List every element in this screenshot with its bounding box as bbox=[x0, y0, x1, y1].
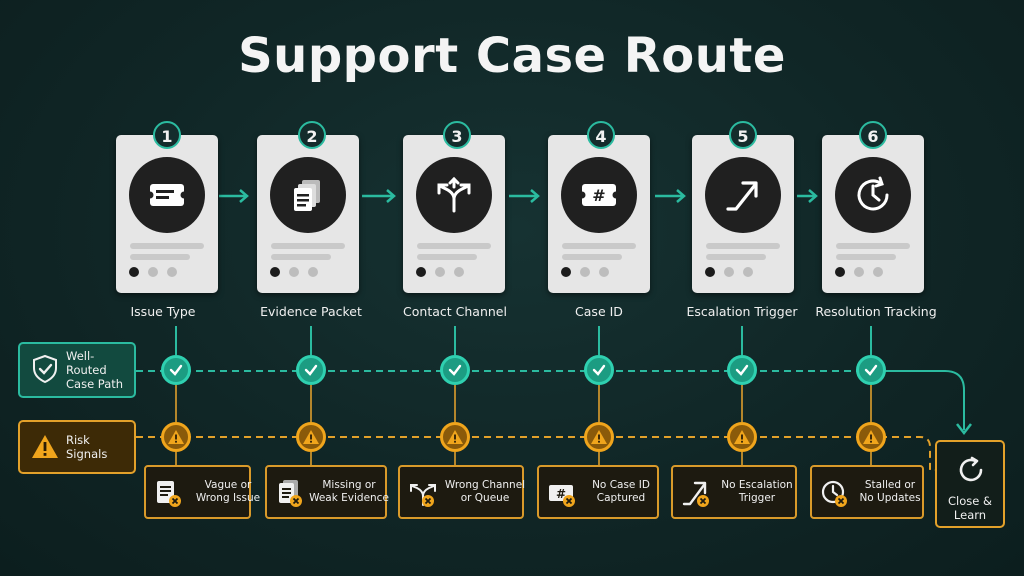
risk-line2: Wrong Issue bbox=[195, 492, 261, 504]
step-label: Case ID bbox=[575, 304, 623, 319]
check-icon bbox=[584, 355, 614, 385]
close-line1: Close & bbox=[948, 494, 992, 508]
warning-icon bbox=[161, 422, 191, 452]
step-card-4: # bbox=[548, 135, 650, 293]
split-arrows-x-icon bbox=[410, 484, 436, 507]
step-number: 4 bbox=[587, 121, 615, 149]
risk-line2: Weak Evidence bbox=[309, 492, 389, 504]
warning-icon bbox=[584, 422, 614, 452]
warning-icon bbox=[856, 422, 886, 452]
page-title: Support Case Route bbox=[238, 28, 786, 84]
step-card-1 bbox=[116, 135, 218, 293]
risk-line1: Missing or bbox=[322, 479, 376, 491]
risk-line1: Vague or bbox=[204, 479, 252, 491]
refresh-icon bbox=[959, 456, 983, 482]
legend-good-line2: Case Path bbox=[66, 377, 124, 391]
risk-line1: No Escalation bbox=[721, 479, 793, 491]
step-label: Escalation Trigger bbox=[686, 304, 798, 319]
step-label: Evidence Packet bbox=[260, 304, 362, 319]
hash-ticket-icon: # bbox=[579, 184, 619, 206]
warning-triangle-icon bbox=[32, 435, 58, 458]
documents-x-icon bbox=[279, 480, 302, 507]
hash-ticket-x-icon: # bbox=[549, 485, 575, 507]
documents-icon bbox=[294, 180, 320, 211]
clock-refresh-icon bbox=[857, 176, 889, 211]
step-label: Contact Channel bbox=[403, 304, 507, 319]
warning-icon bbox=[727, 422, 757, 452]
escalate-arrow-x-icon bbox=[682, 481, 709, 507]
risk-line1: No Case ID bbox=[592, 479, 650, 491]
risk-line2: Trigger bbox=[738, 492, 776, 504]
split-arrows-icon bbox=[437, 176, 471, 213]
svg-text:#: # bbox=[556, 487, 566, 501]
step-card-2 bbox=[257, 135, 359, 293]
close-and-learn-box: Close &Learn bbox=[935, 440, 1005, 528]
check-icon bbox=[296, 355, 326, 385]
step-number: 2 bbox=[298, 121, 326, 149]
risk-line1: Stalled or bbox=[864, 479, 916, 491]
legend-good-line1: Well-Routed bbox=[66, 349, 107, 377]
legend-risk-signals: Risk Signals bbox=[18, 420, 136, 474]
legend-risk-label: Risk Signals bbox=[66, 433, 108, 461]
ticket-lines-icon bbox=[147, 184, 187, 206]
step-number: 6 bbox=[859, 121, 887, 149]
step-card-3 bbox=[403, 135, 505, 293]
step-label: Issue Type bbox=[130, 304, 196, 319]
document-x-icon bbox=[157, 481, 181, 507]
check-icon bbox=[440, 355, 470, 385]
escalate-arrow-icon bbox=[726, 181, 758, 211]
close-line2: Learn bbox=[953, 508, 987, 522]
shield-check-icon bbox=[33, 354, 57, 384]
risk-line2: or Queue bbox=[460, 492, 510, 504]
step-number: 3 bbox=[443, 121, 471, 149]
warning-icon bbox=[440, 422, 470, 452]
check-icon bbox=[856, 355, 886, 385]
risk-line1: Wrong Channel bbox=[444, 479, 526, 491]
step-label: Resolution Tracking bbox=[815, 304, 937, 319]
check-icon bbox=[727, 355, 757, 385]
step-card-6 bbox=[822, 135, 924, 293]
warning-icon bbox=[296, 422, 326, 452]
step-number: 5 bbox=[729, 121, 757, 149]
risk-line2: No Updates bbox=[859, 492, 921, 504]
step-card-5 bbox=[692, 135, 794, 293]
check-icon bbox=[161, 355, 191, 385]
step-number: 1 bbox=[153, 121, 181, 149]
svg-text:#: # bbox=[592, 186, 605, 205]
risk-line2: Captured bbox=[596, 492, 646, 504]
clock-x-icon bbox=[821, 480, 847, 507]
